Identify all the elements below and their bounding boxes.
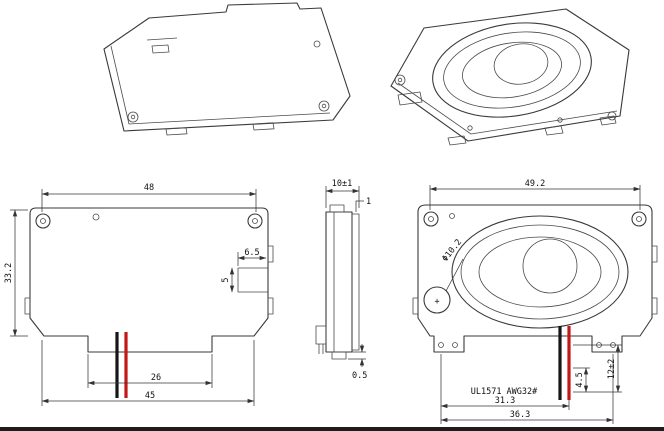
iso-back-outline <box>103 2 351 132</box>
iso-terminal-block <box>397 91 423 106</box>
front-speaker-outer <box>451 215 629 329</box>
side-foot <box>331 351 347 360</box>
dim-side-foot: 0.5 <box>352 371 367 381</box>
back-notch-left <box>24 297 31 315</box>
dim-front-tin-length: 4.5 <box>575 372 585 387</box>
iso-front-screw-2 <box>557 117 563 123</box>
front-ear-left-hole <box>428 216 434 222</box>
back-ear-right-hole <box>252 218 258 224</box>
front-dust-cap <box>522 238 578 294</box>
side-top-tab <box>329 204 345 213</box>
dim-front-wire-length: 12±2 <box>607 359 617 379</box>
iso-back-ear-left <box>127 111 139 123</box>
dim-side-depth: 10±1 <box>332 179 352 189</box>
ext-line <box>348 351 366 360</box>
dim-front-span-outer: 36.3 <box>510 410 530 420</box>
iso-front-foot-3 <box>599 115 617 126</box>
iso-front-screw-1 <box>467 125 473 131</box>
side-terminal-block <box>315 325 327 345</box>
iso-back-rim <box>110 45 331 125</box>
iso-back-ear-left-hole <box>130 114 136 120</box>
iso-speaker-cone-edge <box>462 41 562 99</box>
iso-front-rim <box>397 82 618 135</box>
iso-dust-cap <box>493 43 549 85</box>
side-wire-stubs <box>318 344 324 354</box>
iso-back-foot-right <box>252 122 275 131</box>
dim-front-width: 49.2 <box>525 179 545 189</box>
iso-front-foot-2 <box>544 125 564 136</box>
iso-front-ear-right <box>607 111 617 121</box>
window-bottom-edge <box>0 427 664 431</box>
iso-view-back <box>103 2 351 136</box>
dim-side-flange: 1 <box>366 197 371 207</box>
iso-view-front <box>390 8 630 146</box>
back-notch-right-2 <box>267 297 274 315</box>
iso-back-seam <box>146 37 178 41</box>
iso-back-ear-right <box>318 100 330 112</box>
front-ear-left <box>423 211 439 227</box>
ortho-view-side: 10±1 1 0.5 <box>315 179 371 381</box>
wire-spec-label: UL1571 AWG32# <box>471 387 538 397</box>
front-ear-right-hole <box>636 216 642 222</box>
dim-back-wire-gap: 26 <box>151 373 161 383</box>
front-terminal-2 <box>452 342 458 348</box>
polarity-mark: + <box>434 297 439 307</box>
iso-back-detail-slot <box>151 44 170 54</box>
dim-back-step-height: 5 <box>221 277 231 282</box>
iso-front-ear-hole <box>397 77 403 83</box>
front-speaker-cone-edge <box>478 236 602 308</box>
dim-back-width: 48 <box>144 183 154 193</box>
front-terminal-1 <box>438 342 444 348</box>
back-ear-left-hole <box>40 218 46 224</box>
ext-line <box>41 340 255 406</box>
iso-front-ear <box>394 74 406 86</box>
leader-line <box>445 258 464 292</box>
iso-front-outline <box>390 8 630 142</box>
back-ear-left <box>35 213 51 229</box>
back-pin-hole <box>92 213 100 221</box>
front-notch-left <box>412 297 419 315</box>
side-flange <box>351 213 360 351</box>
front-magnet-hole <box>423 286 451 314</box>
front-notch-right-1 <box>651 245 658 263</box>
iso-front-foot-1 <box>447 135 467 146</box>
front-speaker-ring <box>460 224 620 320</box>
iso-back-foot-left <box>165 127 188 136</box>
dim-front-span-inner: 31.3 <box>495 396 515 406</box>
dim-front-magnet: Φ10.2 <box>440 238 464 264</box>
back-notch-right-1 <box>267 245 274 263</box>
iso-back-vent-hole <box>313 40 321 48</box>
dim-back-bottom-span: 45 <box>145 391 155 401</box>
ortho-view-back: 48 33.2 6.5 5 26 45 <box>4 183 274 406</box>
leader-line <box>355 200 364 212</box>
dim-back-step-depth: 6.5 <box>244 248 259 258</box>
front-pin-hole <box>449 213 455 219</box>
front-notch-right-2 <box>651 297 658 315</box>
back-ear-right <box>247 213 263 229</box>
iso-speaker-ring-outer <box>432 22 592 118</box>
dim-back-height: 33.2 <box>4 263 14 283</box>
back-step-detail <box>237 267 268 293</box>
iso-back-ear-right-hole <box>321 103 327 109</box>
iso-speaker-ring-mid <box>443 31 581 109</box>
back-outline <box>29 207 269 353</box>
front-outline <box>417 204 653 353</box>
ortho-view-front: + Φ10.2 49.2 4.5 12±2 UL1571 AWG32# 31.3… <box>412 179 658 424</box>
side-body <box>325 211 353 353</box>
front-ear-right <box>631 211 647 227</box>
